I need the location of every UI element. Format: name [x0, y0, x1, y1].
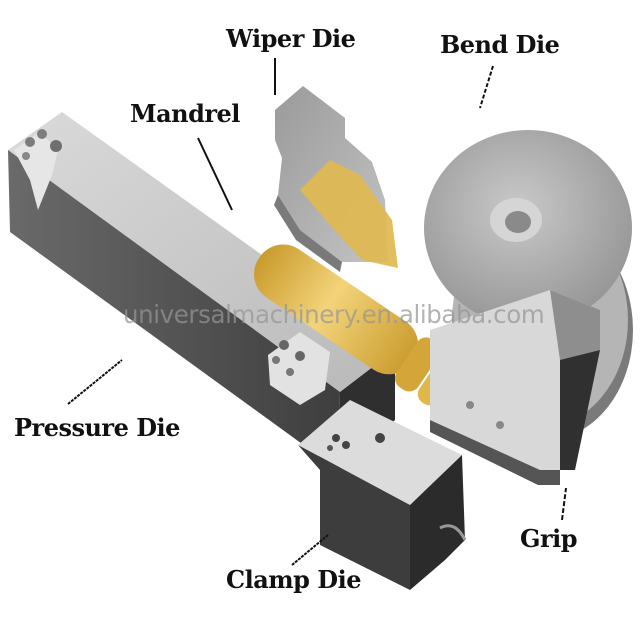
pressure-die-label: Pressure Die — [14, 413, 180, 442]
clamp-die-part — [298, 400, 467, 590]
mandrel-leader — [197, 137, 233, 211]
wiper-die-label: Wiper Die — [226, 24, 356, 53]
grip-label: Grip — [520, 524, 578, 553]
watermark-text: universalmachinery.en.alibaba.com — [123, 300, 545, 329]
mandrel-label: Mandrel — [130, 99, 240, 128]
bend-die-part — [424, 130, 633, 485]
clamp-die-label: Clamp Die — [226, 565, 362, 594]
grip-leader — [561, 487, 567, 521]
pressure-die-leader — [67, 359, 123, 405]
wiper-die-part — [274, 86, 398, 272]
bend-die-leader — [479, 65, 494, 109]
bend-die-label: Bend Die — [440, 30, 560, 59]
leader-lines — [67, 58, 567, 566]
